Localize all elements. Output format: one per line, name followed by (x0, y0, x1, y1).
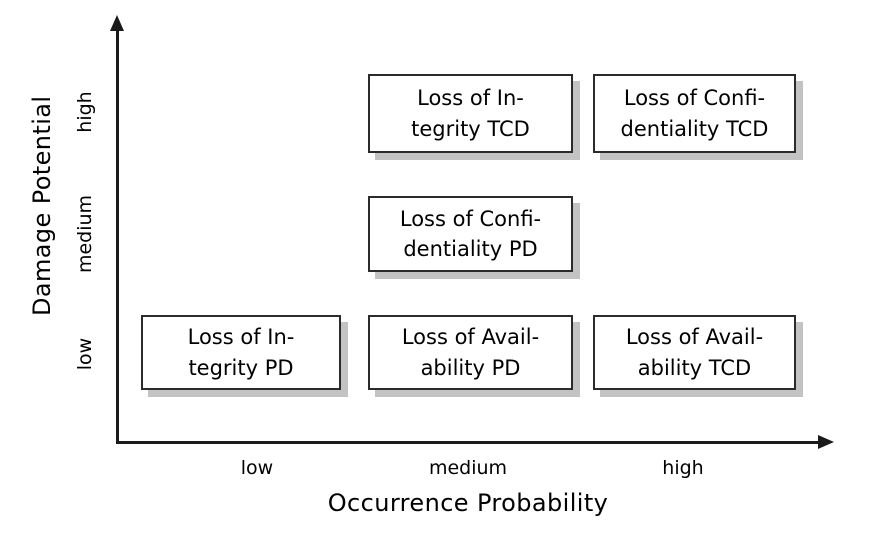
x-axis-tick-medium: medium (428, 457, 508, 479)
matrix-cell-integrity-tcd[interactable]: Loss of In- tegrity TCD (368, 74, 573, 153)
y-axis-title: Damage Potential (28, 95, 56, 316)
cell-text-line-1: Loss of Avail- (625, 325, 764, 350)
x-axis-tick-low: low (240, 457, 274, 479)
cell-text-line-1: Loss of Avail- (401, 325, 540, 350)
arrow-up-icon (110, 15, 124, 31)
y-axis-tick-low: low (74, 337, 96, 371)
x-axis-title: Occurrence Probability (327, 489, 609, 517)
matrix-cell-availability-pd[interactable]: Loss of Avail- ability PD (368, 315, 573, 390)
x-axis-line (116, 441, 822, 444)
cell-text-line-2: dentiality TCD (620, 116, 769, 141)
matrix-cell-availability-tcd[interactable]: Loss of Avail- ability TCD (593, 315, 796, 390)
arrow-right-icon (818, 435, 834, 449)
matrix-cell-confidentiality-tcd[interactable]: Loss of Confi- dentiality TCD (593, 74, 796, 153)
y-axis-tick-medium: medium (74, 194, 96, 274)
y-axis-line (116, 28, 119, 443)
cell-text-line-2: ability TCD (637, 355, 752, 380)
cell-text-line-1: Loss of In- (187, 325, 295, 350)
cell-text-line-2: tegrity PD (188, 355, 294, 380)
cell-text-line-1: Loss of In- (417, 86, 524, 111)
cell-text-line-1: Loss of Confi- (623, 86, 766, 111)
cell-text-line-2: dentiality PD (403, 237, 538, 261)
cell-text-line-1: Loss of Confi- (399, 206, 542, 231)
x-axis-tick-high: high (662, 457, 704, 479)
y-axis-tick-high: high (74, 91, 96, 133)
cell-text-line-2: tegrity TCD (411, 116, 530, 141)
matrix-cell-confidentiality-pd[interactable]: Loss of Confi- dentiality PD (368, 196, 573, 272)
cell-text-line-2: ability PD (420, 355, 521, 380)
matrix-cell-integrity-pd[interactable]: Loss of In- tegrity PD (141, 315, 341, 390)
